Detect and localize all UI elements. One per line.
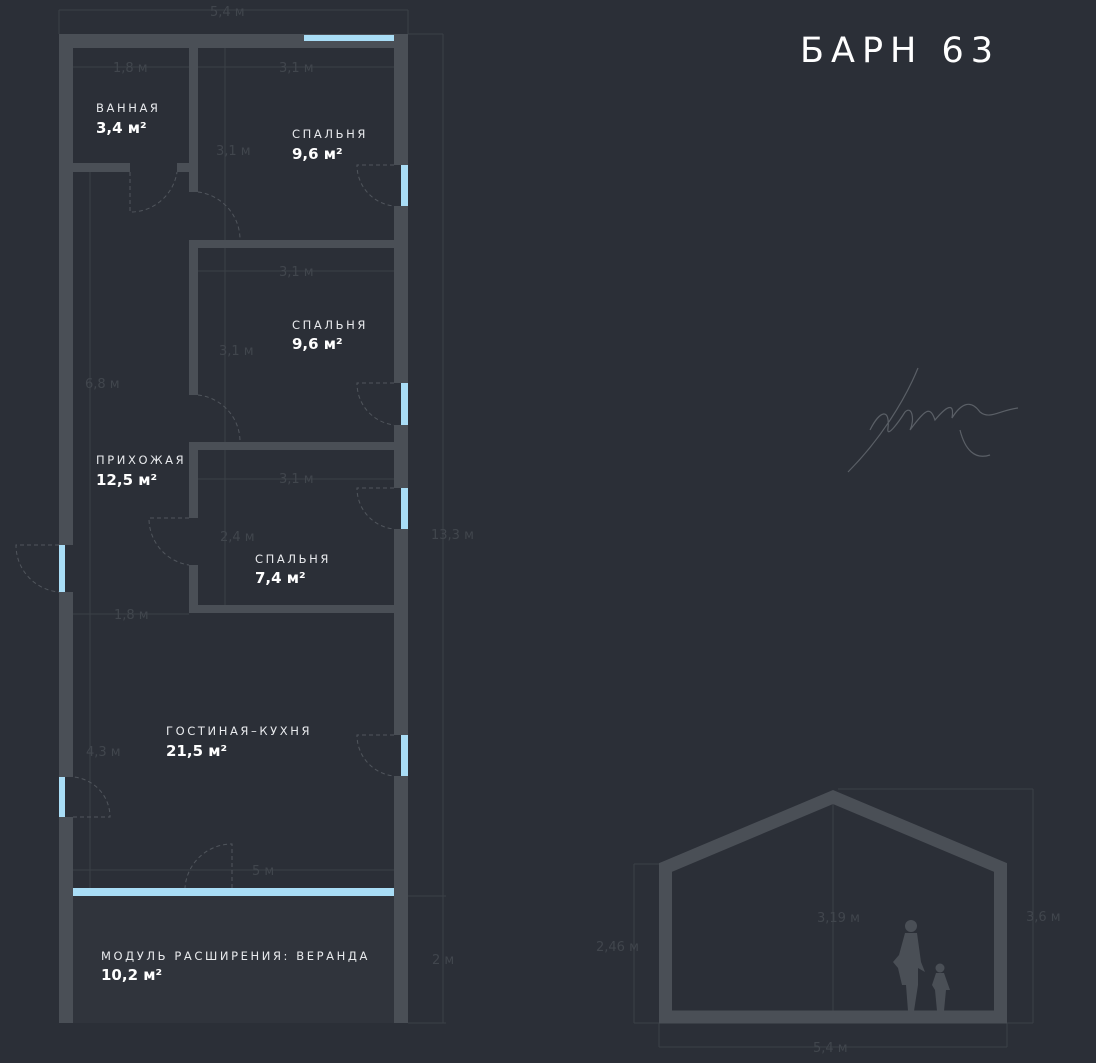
room-name-bedroom-2: СПАЛЬНЯ [292, 318, 368, 332]
dim-bed3-width: 3,1 м [279, 472, 314, 487]
dim-total-length: 13,3 м [431, 528, 474, 543]
room-area-hallway: 12,5 м² [96, 471, 157, 489]
dim-bed1-width: 3,1 м [279, 61, 314, 76]
section-wall-height: 2,46 м [596, 940, 639, 955]
windows [59, 35, 408, 896]
dim-living-width: 5 м [252, 864, 274, 879]
room-area-bath: 3,4 м² [96, 119, 147, 137]
dim-total-width: 5,4 м [210, 5, 245, 20]
room-name-bath: ВАННАЯ [96, 101, 161, 115]
dim-veranda-depth: 2 м [432, 953, 454, 968]
door-swings [15, 164, 395, 889]
dim-bed3-height: 2,4 м [220, 530, 255, 545]
plan-dimension-lines [58, 9, 446, 1024]
section-total-height: 3,6 м [1026, 910, 1061, 925]
room-area-living-kitchen: 21,5 м² [166, 742, 227, 760]
room-name-bedroom-3: СПАЛЬНЯ [255, 552, 331, 566]
dim-bath-width: 1,8 м [113, 61, 148, 76]
walls [59, 34, 408, 1023]
room-area-bedroom-2: 9,6 м² [292, 335, 343, 353]
dim-hall-height: 6,8 м [85, 377, 120, 392]
dim-bed2-height: 3,1 м [219, 344, 254, 359]
section-width: 5,4 м [813, 1041, 848, 1056]
people-silhouette-icon [893, 920, 950, 1011]
room-area-veranda: 10,2 м² [101, 966, 162, 984]
signature-icon [847, 367, 1019, 473]
room-area-bedroom-1: 9,6 м² [292, 145, 343, 163]
room-name-hallway: ПРИХОЖАЯ [96, 453, 186, 467]
plan-dimension-labels: 5,4 м 1,8 м 3,1 м 3,1 м 3,1 м 3,1 м 6,8 … [85, 5, 474, 968]
dim-bed2-width: 3,1 м [279, 265, 314, 280]
room-labels: ВАННАЯ 3,4 м² СПАЛЬНЯ 9,6 м² СПАЛЬНЯ 9,6… [96, 101, 370, 984]
page-title: БАРН 63 [800, 31, 1000, 71]
dim-living-height: 4,3 м [86, 745, 121, 760]
veranda-floor [73, 896, 394, 1023]
room-name-veranda: МОДУЛЬ РАСШИРЕНИЯ: ВЕРАНДА [101, 949, 370, 963]
room-area-bedroom-3: 7,4 м² [255, 569, 306, 587]
room-name-living-kitchen: ГОСТИНАЯ–КУХНЯ [166, 724, 312, 738]
dim-hall-width: 1,8 м [114, 608, 149, 623]
section-inner-height: 3,19 м [817, 911, 860, 926]
room-name-bedroom-1: СПАЛЬНЯ [292, 127, 368, 141]
cross-section: 2,46 м 3,19 м 3,6 м 5,4 м [596, 788, 1061, 1056]
dim-bed1-height: 3,1 м [216, 144, 251, 159]
